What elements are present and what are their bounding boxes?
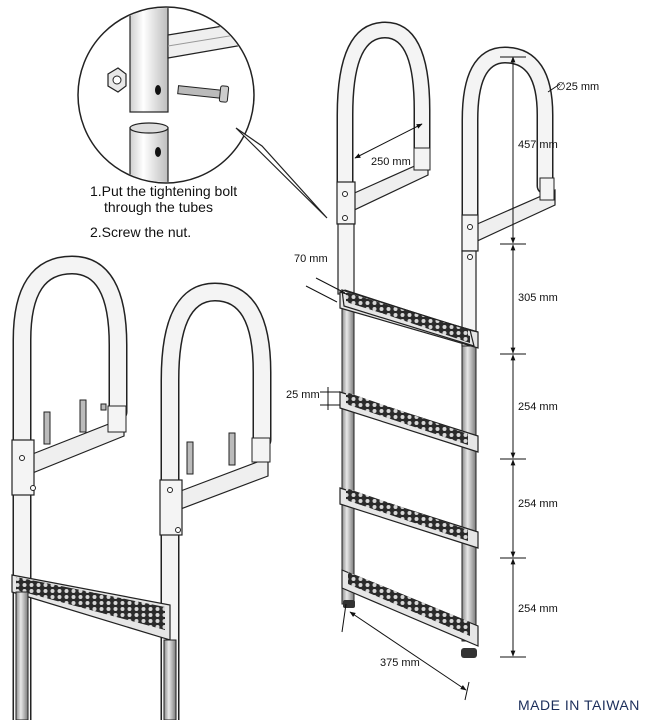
step-thickness-label: 25 mm [286,389,320,401]
main-ladder [336,21,556,658]
rail-width-label: 250 mm [371,156,411,168]
step-4 [341,569,479,647]
made-in-label: MADE IN TAIWAN [518,697,640,713]
diameter-label: ∅25 mm [556,81,599,93]
instruction-step-1-line-2: through the tubes [104,199,213,215]
instruction-step-1: 1.Put the tightening bolt through the tu… [90,183,237,215]
bolt-icon [177,85,230,103]
step-3 [339,487,479,549]
step-2 [339,391,479,453]
screw-icon [43,399,236,475]
step-1 [338,289,479,349]
step-spacing-1-label: 254 mm [518,401,558,413]
handrail-height-label: 457 mm [518,139,558,151]
step-spacing-3-label: 254 mm [518,603,558,615]
step-spacing-2-label: 254 mm [518,498,558,510]
instruction-step-2: 2.Screw the nut. [90,224,192,240]
top-gap-label: 305 mm [518,292,558,304]
dimension-lines [305,56,561,701]
ladder-width-label: 375 mm [380,657,420,669]
ladder-assembly-view [11,255,272,720]
step-depth-label: 70 mm [294,253,328,265]
instruction-step-1-line-1: 1.Put the tightening bolt [90,183,238,199]
detail-magnifier [77,6,328,219]
